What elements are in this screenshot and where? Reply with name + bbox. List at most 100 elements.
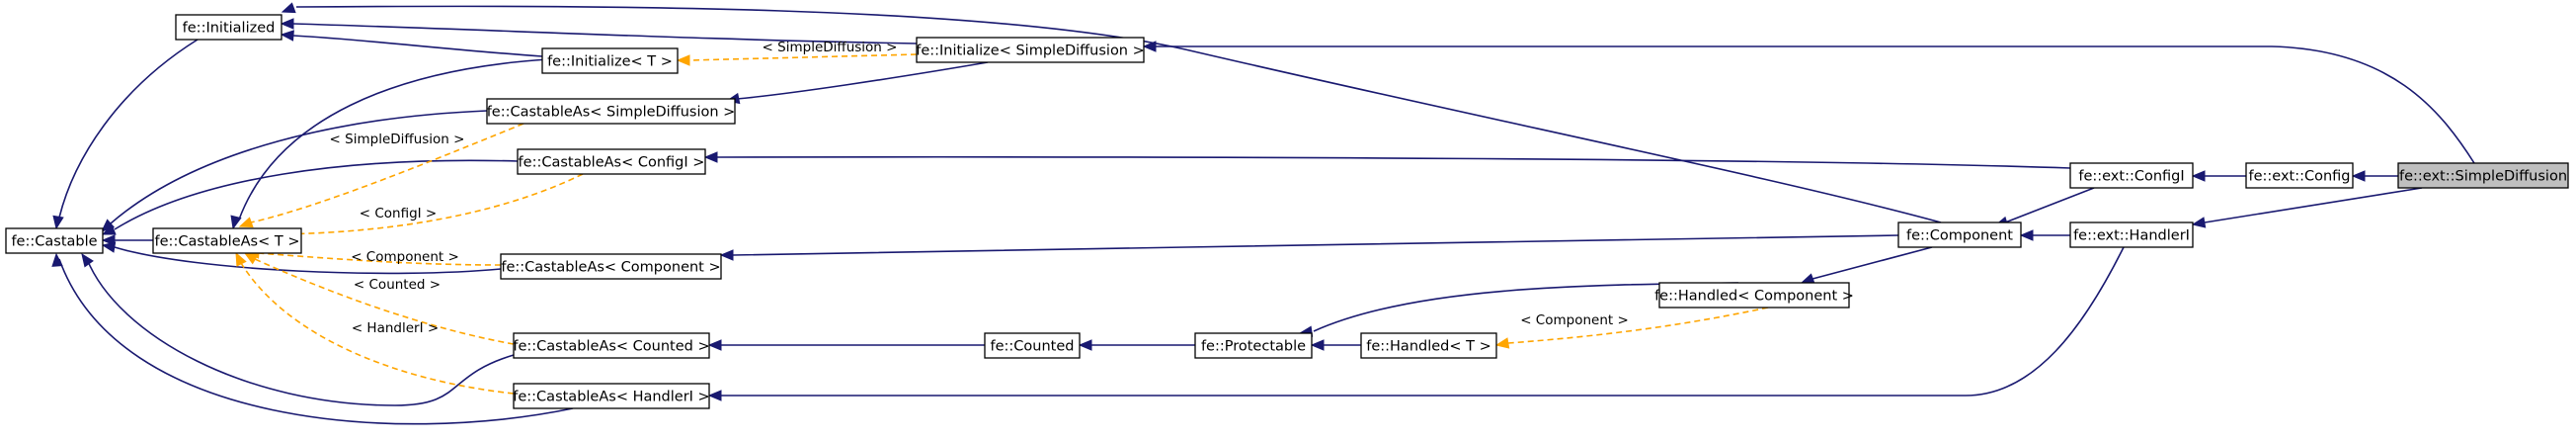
node-label: fe::CastableAs< HandlerI > (513, 390, 709, 405)
edge-label-config-i: < ConfigI > (360, 206, 438, 221)
node-castable-as-component[interactable]: fe::CastableAs< Component > (500, 253, 722, 280)
edge-castable-as-config-i-castable (114, 159, 519, 230)
node-counted[interactable]: fe::Counted (984, 332, 1081, 359)
node-box (2069, 162, 2194, 189)
node-box (984, 332, 1081, 359)
node-protectable[interactable]: fe::Protectable (1194, 332, 1313, 359)
edge-castable-as-handler-i-dashed (240, 262, 515, 395)
node-initialize-simple-diffusion[interactable]: fe::Initialize< SimpleDiffusion > (916, 37, 1145, 63)
node-label: fe::ext::HandlerI (2073, 228, 2190, 244)
edge-labels-layer: < SimpleDiffusion >< SimpleDiffusion >< … (330, 40, 1629, 336)
edge-label-handler-i: < HandlerI > (352, 320, 439, 336)
node-initialized[interactable]: fe::Initialized (175, 14, 282, 41)
edge-castable-as-component-castable-arrowhead (101, 241, 117, 253)
node-box (1897, 221, 2022, 248)
edge-handler-i-castable-as-handler-i (721, 246, 2125, 397)
edge-castable-as-t-castable-arrowhead (101, 234, 116, 246)
node-label: fe::CastableAs< ConfigI > (519, 155, 705, 171)
edge-handled-t-protectable-arrowhead (1310, 339, 1325, 351)
edge-castable-as-sd-dashed (250, 123, 524, 223)
edge-label-simple-diffusion: < SimpleDiffusion > (763, 40, 898, 55)
node-label: fe::Counted (991, 339, 1075, 355)
edge-castable-as-config-i-dashed (252, 173, 584, 235)
node-box (541, 47, 679, 74)
edge-label-counted: < Counted > (354, 277, 441, 293)
node-box (1194, 332, 1313, 359)
edge-component-castable-as-component (732, 234, 1899, 256)
edge-component-initialized (295, 5, 1942, 223)
edge-handler-i-castable-as-handler-i-arrowhead (707, 390, 722, 401)
edge-config-i-component (2004, 187, 2095, 223)
edge-component-handled-component-arrowhead (1800, 273, 1815, 285)
edge-handled-t-handled-component-dashed-arrowhead (1494, 337, 1510, 349)
node-label: fe::Handled< Component > (1654, 289, 1854, 305)
node-castable-as-counted[interactable]: fe::CastableAs< Counted > (513, 332, 710, 359)
node-label: fe::Initialized (183, 21, 276, 37)
edge-castable-as-counted-castable (86, 258, 515, 406)
edge-simple-diffusion-handler-i (2204, 187, 2423, 223)
edge-castable-as-counted-dashed (254, 258, 515, 345)
node-label: fe::CastableAs< T > (155, 234, 300, 250)
edge-initialized-castable (58, 39, 199, 219)
edge-castable-as-counted-dashed-arrowhead (243, 252, 259, 265)
node-label: fe::Initialize< SimpleDiffusion > (916, 44, 1145, 59)
node-label: fe::CastableAs< Counted > (513, 339, 709, 355)
node-label: fe::Protectable (1201, 339, 1306, 355)
edge-config-config-i-arrowhead (2191, 170, 2206, 182)
node-label: fe::Castable (11, 234, 97, 250)
edge-castable-as-component-dashed (258, 252, 502, 266)
edge-initialize-t-initialized-arrowhead (280, 30, 294, 42)
node-box (175, 14, 282, 41)
edge-counted-castable-as-counted-arrowhead (707, 339, 722, 351)
node-config-i[interactable]: fe::ext::ConfigI (2069, 162, 2194, 189)
node-simple-diffusion[interactable]: fe::ext::SimpleDiffusion (2397, 162, 2569, 189)
edge-castable-as-handler-i-dashed-arrowhead (235, 251, 247, 267)
node-box (1360, 332, 1497, 359)
node-box (513, 332, 710, 359)
node-label: fe::CastableAs< Component > (501, 260, 720, 276)
node-box (1658, 282, 1850, 309)
edge-simple-diffusion-initialize-sd-arrowhead (1142, 41, 1157, 52)
node-castable-as-handler-i[interactable]: fe::CastableAs< HandlerI > (513, 383, 710, 409)
node-castable-as-simple-diffusion[interactable]: fe::CastableAs< SimpleDiffusion > (486, 98, 736, 125)
node-config[interactable]: fe::ext::Config (2245, 162, 2354, 189)
node-box (500, 253, 722, 280)
node-label: fe::CastableAs< SimpleDiffusion > (487, 105, 736, 121)
edge-initialize-sd-initialized-arrowhead (280, 18, 294, 30)
edge-simple-diffusion-handler-i-arrowhead (2191, 217, 2207, 228)
edge-castable-as-sd-castable (110, 110, 488, 224)
edge-initialize-t-castable-as-t-arrowhead (230, 215, 242, 230)
node-label: fe::Component (1906, 228, 2013, 244)
edge-simple-diffusion-initialize-sd (1156, 45, 2475, 164)
node-handled-component[interactable]: fe::Handled< Component > (1654, 282, 1854, 309)
edge-initialize-sd-castable-as-sd (736, 61, 989, 100)
node-label: fe::ext::SimpleDiffusion (2399, 169, 2567, 185)
node-box (2245, 162, 2354, 189)
edge-config-i-castable-as-config-i-arrowhead (703, 151, 718, 163)
edge-component-handled-component (1811, 246, 1933, 280)
node-handler-i[interactable]: fe::ext::HandlerI (2069, 221, 2194, 248)
edge-castable-as-counted-castable-arrowhead (81, 252, 94, 268)
edge-castable-as-sd-dashed-arrowhead (238, 217, 254, 228)
node-box (2397, 162, 2569, 189)
nodes-layer: fe::ext::SimpleDiffusionfe::ext::Configf… (5, 14, 2569, 409)
node-castable-as-config-i[interactable]: fe::CastableAs< ConfigI > (517, 148, 706, 175)
edge-initialize-t-initialized (292, 35, 543, 57)
edge-castable-as-config-i-castable-arrowhead (101, 223, 117, 235)
node-handled-t[interactable]: fe::Handled< T > (1360, 332, 1497, 359)
node-label: fe::ext::Config (2248, 169, 2350, 185)
node-component[interactable]: fe::Component (1897, 221, 2022, 248)
edge-simple-diffusion-config-arrowhead (2351, 170, 2366, 182)
node-castable[interactable]: fe::Castable (5, 227, 104, 254)
node-castable-as-t[interactable]: fe::CastableAs< T > (152, 227, 302, 254)
edge-castable-as-handler-i-castable (58, 258, 574, 425)
node-box (5, 227, 104, 254)
edge-castable-as-component-castable (114, 246, 502, 275)
node-initialize-t[interactable]: fe::Initialize< T > (541, 47, 679, 74)
edge-component-castable-as-component-arrowhead (719, 249, 734, 261)
edge-component-initialized-arrowhead (281, 2, 296, 14)
node-box (486, 98, 736, 125)
edge-initialized-castable-arrowhead (52, 215, 64, 230)
node-box (152, 227, 302, 254)
